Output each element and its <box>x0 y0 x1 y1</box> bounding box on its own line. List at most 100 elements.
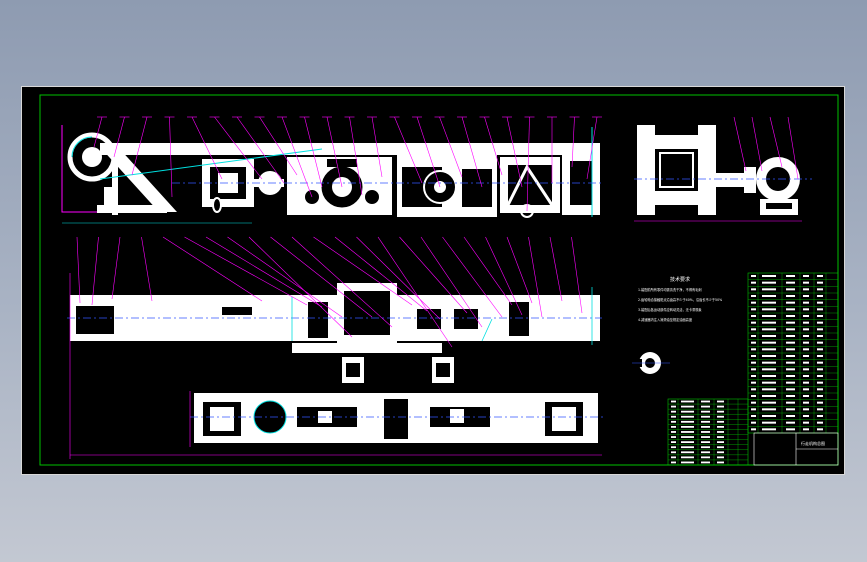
table-cell-text <box>762 368 776 371</box>
leader-line <box>131 116 148 176</box>
table-cell-text <box>681 400 694 403</box>
leader-line <box>270 236 373 318</box>
table-cell-text <box>681 410 694 413</box>
table-cell-text <box>701 405 710 408</box>
drawing-sheet[interactable]: 技术要求 1.装配前所有零件均需清洗干净，不得有毛刺 2.齿轮啮合接触斑点沿齿高… <box>21 86 845 475</box>
assembly-drawing[interactable]: 技术要求 1.装配前所有零件均需清洗干净，不得有毛刺 2.齿轮啮合接触斑点沿齿高… <box>22 87 844 474</box>
parts-list-table-continued[interactable] <box>667 398 749 466</box>
table-cell-text <box>817 395 823 397</box>
table-cell-text <box>751 301 756 304</box>
table-cell-text <box>803 295 809 297</box>
table-cell-text <box>671 410 676 413</box>
table-cell-text <box>717 446 724 449</box>
table-cell-text <box>681 456 694 459</box>
table-cell-text <box>717 415 724 418</box>
table-cell-text <box>817 388 823 391</box>
table-cell-text <box>786 401 795 404</box>
table-cell-text <box>751 428 756 431</box>
leader-line <box>526 116 530 212</box>
table-cell-text <box>803 415 809 417</box>
table-cell-text <box>803 375 809 377</box>
table-cell-text <box>671 441 676 444</box>
table-cell-text <box>762 421 776 424</box>
table-cell-text <box>701 436 710 438</box>
table-cell-text <box>671 456 676 459</box>
leader-line <box>356 236 441 320</box>
table-cell-text <box>681 415 694 418</box>
leader-line <box>399 236 468 314</box>
leader-line <box>304 116 323 188</box>
leader-line <box>227 236 343 318</box>
table-cell-text <box>762 361 776 364</box>
leader-line <box>484 116 503 176</box>
table-cell-text <box>786 361 795 364</box>
leader-line <box>113 116 125 158</box>
note-line-3: 3.装配后各运动部件应转动灵活，无卡滞现象 <box>638 307 702 312</box>
bottom-view <box>189 391 604 447</box>
table-cell-text <box>762 275 776 277</box>
parts-list-table[interactable] <box>747 272 839 434</box>
table-cell-text <box>681 441 694 444</box>
table-cell-text <box>751 381 756 384</box>
table-cell-text <box>817 368 823 371</box>
table-cell-text <box>717 456 724 459</box>
table-cell-text <box>701 400 710 403</box>
table-cell-text <box>762 321 776 324</box>
table-cell-text <box>786 335 795 337</box>
table-cell-text <box>803 275 809 277</box>
leader-line <box>377 236 453 348</box>
leader-line <box>733 116 747 172</box>
title-block[interactable]: 行走机构总图 <box>753 432 839 466</box>
table-border <box>667 398 749 466</box>
table-cell-text <box>671 431 676 433</box>
leader-line <box>91 236 99 306</box>
leader-line <box>787 116 799 180</box>
leader-line <box>506 116 523 188</box>
leader-line <box>205 236 323 308</box>
table-cell-text <box>803 395 809 397</box>
table-cell-text <box>751 348 756 351</box>
table-cell-text <box>681 451 694 454</box>
table-cell-text <box>671 415 676 418</box>
table-cell-text <box>786 368 795 371</box>
leader-line <box>769 116 783 168</box>
leader-line <box>281 116 313 198</box>
table-cell-text <box>817 301 823 304</box>
table-cell-text <box>751 368 756 371</box>
table-cell-text <box>717 420 724 423</box>
table-cell-text <box>817 281 823 284</box>
leader-line <box>93 116 103 148</box>
table-cell-text <box>751 308 756 311</box>
leader-line <box>439 116 463 178</box>
table-cell-text <box>717 400 724 403</box>
table-cell-text <box>762 408 776 411</box>
note-line-2: 2.齿轮啮合接触斑点沿齿高不少于40%，沿齿长不少于50% <box>638 297 722 302</box>
leader-line <box>313 236 413 306</box>
leader-line <box>184 236 308 306</box>
table-cell-text <box>762 415 776 417</box>
table-cell-text <box>751 328 756 331</box>
table-cell-text <box>751 388 756 391</box>
table-cell-text <box>671 405 676 408</box>
table-cell-text <box>701 451 710 454</box>
table-cell-text <box>751 401 756 404</box>
table-cell-text <box>717 405 724 408</box>
table-cell-text <box>786 408 795 411</box>
leader-line <box>169 116 173 198</box>
table-cell-text <box>817 428 823 431</box>
leader-line <box>463 236 513 306</box>
leader-line <box>236 116 285 184</box>
table-cell-text <box>681 461 694 464</box>
table-cell-text <box>751 408 756 411</box>
table-cell-text <box>817 315 823 317</box>
table-cell-text <box>803 368 809 371</box>
table-cell-text <box>751 295 756 297</box>
table-cell-text <box>786 308 795 311</box>
leader-line <box>485 236 523 316</box>
table-cell-text <box>751 375 756 377</box>
table-cell-text <box>751 321 756 324</box>
table-cell-text <box>817 321 823 324</box>
table-cell-text <box>762 381 776 384</box>
table-cell-text <box>701 461 710 464</box>
table-cell-text <box>803 328 809 331</box>
